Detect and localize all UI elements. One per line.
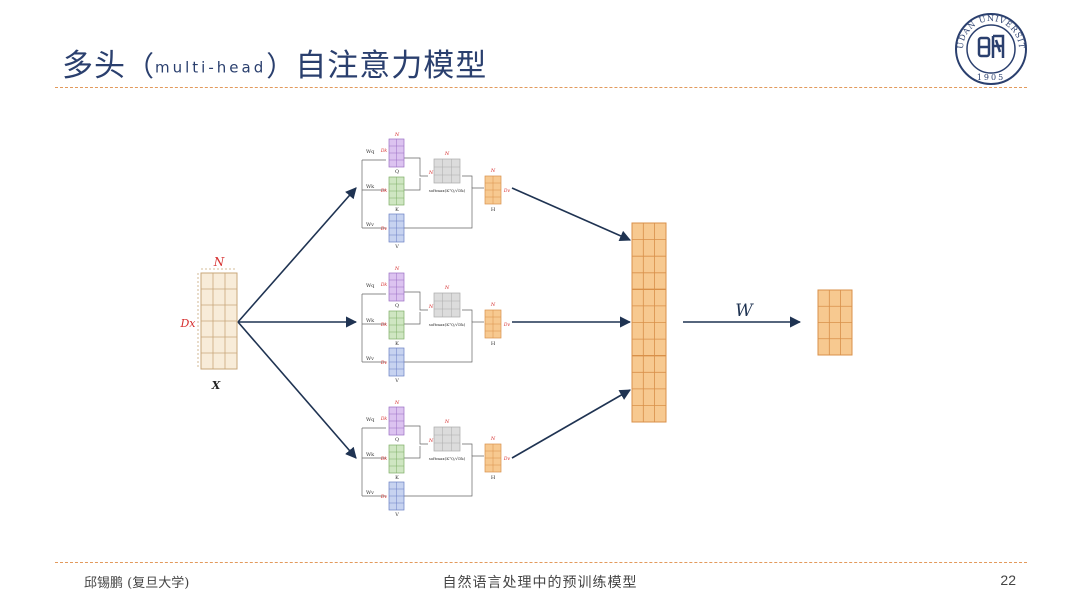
arrow-from-head-1 <box>511 187 632 242</box>
university-seal-logo: FUDAN UNIVERSITY 1905 <box>954 12 1027 85</box>
label-attn-n-left: N <box>428 304 434 310</box>
label-q-n: N <box>394 132 400 138</box>
label-h: H <box>491 341 496 347</box>
label-v: V <box>394 378 399 384</box>
label-attn-n-left: N <box>428 170 434 176</box>
header-divider <box>55 87 1027 88</box>
label-q-dk: Dk <box>380 282 388 288</box>
footer-divider <box>55 562 1027 563</box>
arrow-to-head-3 <box>237 321 357 459</box>
attention-score-matrix <box>433 426 461 452</box>
head-output-matrix <box>484 175 502 205</box>
label-v-dv: Dv <box>380 360 388 366</box>
label-q: Q <box>395 303 399 309</box>
seal-emblem-icon <box>977 34 1005 58</box>
label-q: Q <box>395 437 399 443</box>
head-output-matrix <box>484 309 502 339</box>
title-multi-head: multi-head <box>155 58 267 77</box>
title-paren-close: ） <box>266 50 296 83</box>
input-dim-n: N <box>213 255 225 269</box>
label-attn-n-left: N <box>428 438 434 444</box>
label-wk: Wk <box>366 318 375 324</box>
query-matrix <box>388 406 405 436</box>
key-matrix <box>388 444 405 474</box>
label-v: V <box>394 512 399 518</box>
label-h-dv: Dv <box>503 322 511 328</box>
label-v-dv: Dv <box>380 494 388 500</box>
footer-author: 邱锡鹏 (复旦大学) <box>84 576 190 591</box>
output-weight-label: W <box>735 301 754 321</box>
slide-title: 多头（multi-head）自注意力模型 <box>62 40 487 85</box>
label-wk: Wk <box>366 184 375 190</box>
label-q-n: N <box>394 266 400 272</box>
input-dim-dx: Dx <box>179 317 196 330</box>
label-softmax: softmax(KᵀQ/√Dk) <box>429 456 466 461</box>
label-h-n: N <box>490 302 496 308</box>
label-k: K <box>395 475 399 481</box>
value-matrix <box>388 481 405 511</box>
attention-score-matrix <box>433 292 461 318</box>
query-matrix <box>388 272 405 302</box>
label-v-dv: Dv <box>380 226 388 232</box>
footer-page-number: 22 <box>1000 572 1016 588</box>
label-h-dv: Dv <box>503 456 511 462</box>
label-h-n: N <box>490 436 496 442</box>
label-k: K <box>395 341 399 347</box>
input-matrix-x <box>197 268 238 370</box>
head-to-concat-arrows <box>511 187 632 459</box>
label-h: H <box>491 475 496 481</box>
arrow-to-head-1 <box>237 187 357 323</box>
output-matrix <box>817 289 853 356</box>
value-matrix <box>388 347 405 377</box>
seal-year: 1905 <box>977 73 1005 82</box>
label-wv: Wv <box>366 356 374 362</box>
key-matrix <box>388 176 405 206</box>
label-h-n: N <box>490 168 496 174</box>
key-matrix <box>388 310 405 340</box>
label-wv: Wv <box>366 222 374 228</box>
query-matrix <box>388 138 405 168</box>
label-softmax: softmax(KᵀQ/√Dk) <box>429 322 466 327</box>
arrow-from-head-3 <box>511 389 631 459</box>
label-softmax: softmax(KᵀQ/√Dk) <box>429 188 466 193</box>
label-k-dk: Dk <box>380 456 388 462</box>
title-paren-open: （ <box>126 50 156 83</box>
label-k: K <box>395 207 399 213</box>
label-q-n: N <box>394 400 400 406</box>
label-q: Q <box>395 169 399 175</box>
attention-score-matrix <box>433 158 461 184</box>
concat-matrix <box>631 222 667 423</box>
label-wq: Wq <box>366 283 375 289</box>
label-h-dv: Dv <box>503 188 511 194</box>
label-attn-n: N <box>444 419 450 425</box>
label-q-dk: Dk <box>380 148 388 154</box>
label-k-dk: Dk <box>380 188 388 194</box>
label-attn-n: N <box>444 285 450 291</box>
footer-course: 自然语言处理中的预训练模型 <box>442 575 638 591</box>
label-h: H <box>491 207 496 213</box>
label-k-dk: Dk <box>380 322 388 328</box>
label-q-dk: Dk <box>380 416 388 422</box>
title-main: 多头 <box>62 48 126 84</box>
title-rest: 自注意力模型 <box>295 48 488 84</box>
input-label-x: X <box>211 379 221 392</box>
label-wv: Wv <box>366 490 374 496</box>
label-v: V <box>394 244 399 250</box>
input-to-head-arrows <box>237 187 358 459</box>
label-wk: Wk <box>366 452 375 458</box>
label-wq: Wq <box>366 149 375 155</box>
label-attn-n: N <box>444 151 450 157</box>
label-wq: Wq <box>366 417 375 423</box>
value-matrix <box>388 213 405 243</box>
head-output-matrix <box>484 443 502 473</box>
